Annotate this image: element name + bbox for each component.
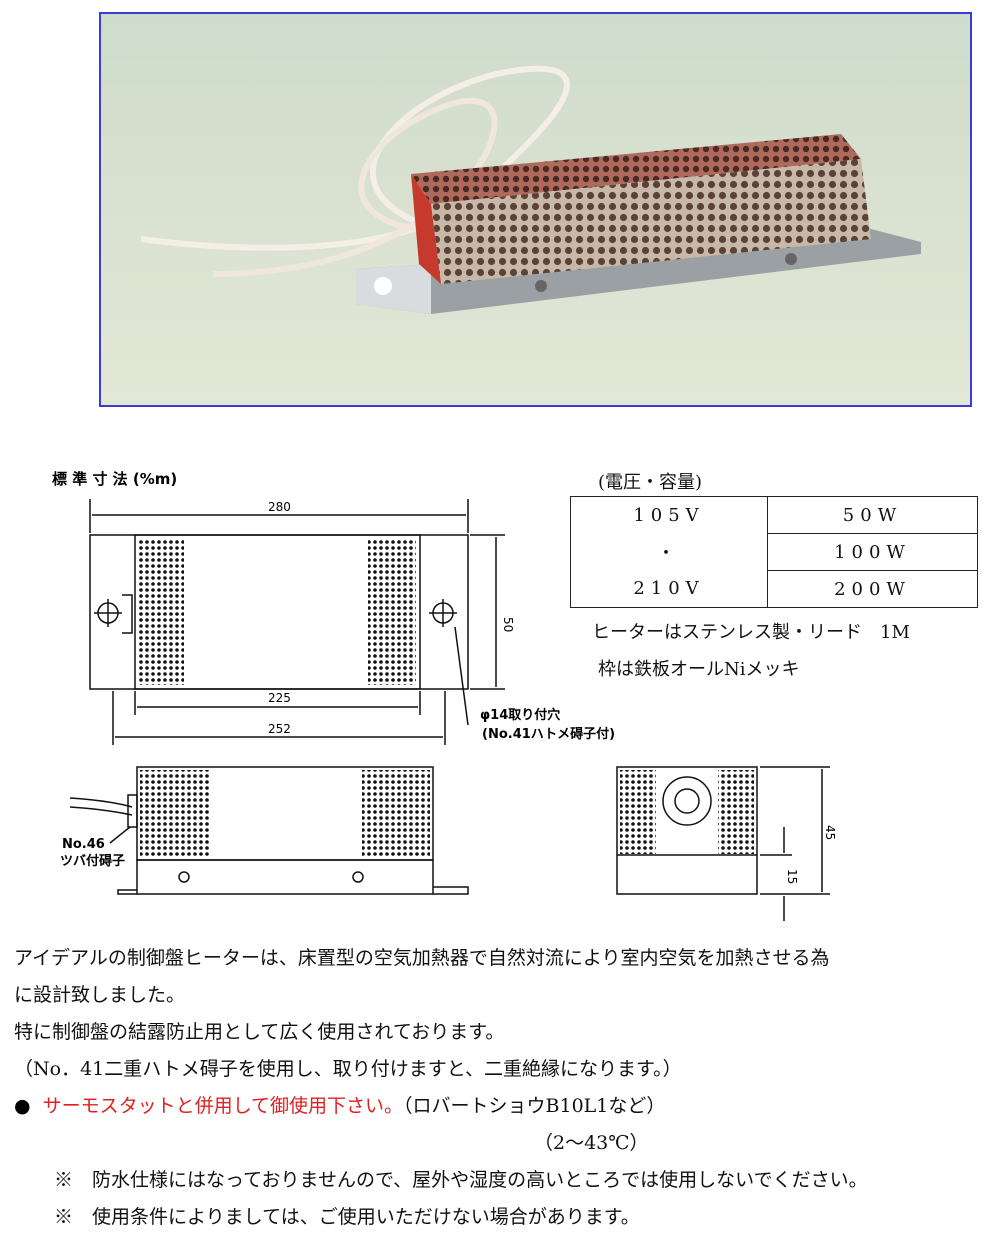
dim-15-label: 15 [785, 869, 799, 884]
dim-280-label: 280 [268, 500, 291, 514]
note-material: ヒーターはステンレス製・リード 1M [592, 622, 910, 643]
mount-hole-label: φ14取り付穴 [480, 707, 560, 723]
description: アイデアルの制御盤ヒーターは、床置型の空気加熱器で自然対流により室内空気を加熱さ… [14, 940, 994, 1236]
dim-50-label: 50 [501, 617, 515, 632]
desc-line-4: （No．41二重ハトメ碍子を使用し、取り付けますと、二重絶縁になります。） [14, 1058, 682, 1080]
spec-caption: (電圧・容量) [598, 472, 703, 493]
insulator-name-label: ツバ付碍子 [60, 853, 125, 869]
dim-225-label: 225 [268, 691, 291, 705]
note-mark-2: ※ [54, 1206, 74, 1228]
bullet-icon: ● [14, 1095, 31, 1117]
desc-line-2: に設計致しました。 [14, 984, 186, 1006]
insulator-no-label: No.46 [62, 837, 105, 852]
capacity-1: 50W [767, 496, 978, 534]
note-text-1: 防水仕様にはなっておりませんので、屋外や湿度の高いところでは使用しないでください… [92, 1169, 868, 1191]
note-conditions: ※ 使用条件によりましては、ご使用いただけない場合があります。 [14, 1199, 994, 1236]
note-frame: 枠は鉄板オールNiメッキ [598, 659, 800, 680]
note-waterproof: ※ 防水仕様にはなっておりませんので、屋外や湿度の高いところでは使用しないでくだ… [14, 1162, 994, 1199]
capacity-2: 100W [767, 533, 978, 571]
drawing-title: 標 準 寸 法 (%m) [52, 470, 177, 488]
spec-table: 105V 50W ・ 100W 210V 200W [570, 496, 978, 608]
note-text-2: 使用条件によりましては、ご使用いただけない場合があります。 [92, 1206, 640, 1228]
capacity-3: 200W [767, 570, 978, 608]
voltage-2: 210V [570, 570, 768, 608]
warning-reference: （ロバートショウB10L1など） [403, 1095, 666, 1117]
voltage-separator: ・ [570, 533, 768, 571]
warning-text: サーモスタットと併用して御使用下さい。 [42, 1095, 404, 1117]
desc-line-3: 特に制御盤の結露防止用として広く使用されております。 [14, 1021, 505, 1043]
desc-line-1: アイデアルの制御盤ヒーターは、床置型の空気加熱器で自然対流により室内空気を加熱さ… [14, 947, 830, 969]
note-mark-1: ※ [54, 1169, 74, 1191]
dim-252-label: 252 [268, 722, 291, 736]
voltage-1: 105V [570, 496, 768, 534]
product-photo [99, 12, 972, 407]
temperature-range: （2～43℃） [534, 1132, 649, 1154]
dimension-drawing: 標 準 寸 法 (%m) 280 [0, 455, 1000, 935]
mount-insulator-label: (No.41ハトメ碍子付) [482, 726, 615, 742]
dim-45-label: 45 [823, 825, 837, 840]
warning-line: ● サーモスタットと併用して御使用下さい。（ロバートショウB10L1など） [14, 1088, 994, 1125]
